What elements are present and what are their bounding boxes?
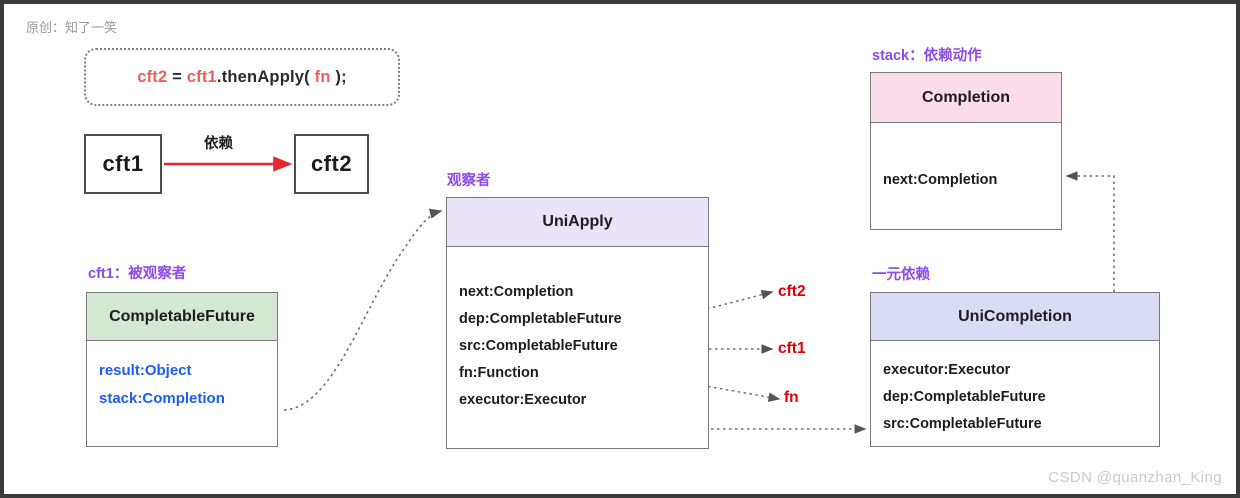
cft1-box: cft1 — [84, 134, 162, 194]
field-next-completion: next:Completion — [459, 284, 574, 300]
field-unicompletion-executor: executor:Executor — [883, 362, 1011, 378]
field-executor-executor: executor:Executor — [459, 392, 587, 408]
ref-label-cft1: cft1 — [778, 340, 806, 357]
code-snippet-box: cft2 = cft1.thenApply( fn ); — [84, 48, 400, 106]
class-title-unicompletion: UniCompletion — [871, 293, 1159, 341]
code-token-fn: fn — [314, 67, 331, 86]
caption-stack-action: stack：依赖动作 — [872, 48, 982, 64]
code-token-tail: ); — [330, 67, 347, 86]
attribution-text: 原创：知了一笑 — [26, 20, 118, 35]
caption-observer: 观察者 — [447, 173, 491, 189]
code-token-method: .thenApply( — [216, 67, 315, 86]
code-token-equals: = — [167, 67, 187, 86]
cft2-box: cft2 — [294, 134, 369, 194]
watermark-text: CSDN @quanzhan_King — [1048, 469, 1222, 486]
field-src-completablefuture: src:CompletableFuture — [459, 338, 618, 354]
dependency-arrow-label: 依赖 — [204, 136, 233, 152]
caption-cft1-observed: cft1：被观察者 — [88, 266, 187, 282]
field-result-object: result:Object — [99, 362, 192, 379]
code-line: cft2 = cft1.thenApply( fn ); — [137, 68, 347, 87]
arrow-stack-to-uniapply — [283, 208, 443, 411]
ref-label-cft2: cft2 — [778, 283, 806, 300]
field-fn-function: fn:Function — [459, 365, 539, 381]
class-box-completablefuture: CompletableFuture result:Object stack:Co… — [86, 292, 278, 447]
field-completion-next: next:Completion — [883, 172, 998, 188]
arrow-unicompletion-to-completion — [1065, 171, 1115, 292]
class-box-unicompletion: UniCompletion executor:Executor dep:Comp… — [870, 292, 1160, 447]
field-unicompletion-src: src:CompletableFuture — [883, 416, 1042, 432]
field-dep-completablefuture: dep:CompletableFuture — [459, 311, 622, 327]
code-token-cft1: cft1 — [186, 67, 217, 86]
code-token-cft2: cft2 — [137, 67, 168, 86]
ref-label-fn: fn — [784, 389, 799, 406]
class-title-uniapply: UniApply — [447, 198, 708, 247]
class-title-completion: Completion — [871, 73, 1061, 123]
field-unicompletion-dep: dep:CompletableFuture — [883, 389, 1046, 405]
class-box-uniapply: UniApply next:Completion dep:Completable… — [446, 197, 709, 449]
class-box-completion: Completion next:Completion — [870, 72, 1062, 230]
caption-unary-dependency: 一元依赖 — [872, 267, 930, 283]
field-stack-completion: stack:Completion — [99, 390, 225, 407]
class-title-completablefuture: CompletableFuture — [87, 293, 277, 341]
